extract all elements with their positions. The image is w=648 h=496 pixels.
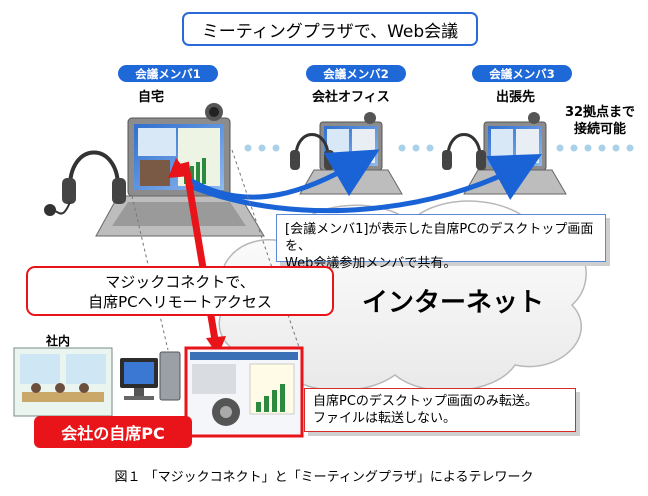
member-2-badge: 会議メンバ2 xyxy=(306,65,406,82)
connect-limit-note: 32拠点まで 接続可能 xyxy=(560,104,640,138)
connect-note-line-1: 32拠点まで xyxy=(564,105,636,120)
figure-caption: 図１ 「マジックコネクト」と「ミーティングプラザ」によるテレワーク xyxy=(114,470,534,485)
transfer-callout-line-1: 自席PCのデスクトップ画面のみ転送。 xyxy=(313,394,538,409)
office-scene xyxy=(13,347,113,417)
member-2-location: 会社オフィス xyxy=(312,90,390,105)
desktop-pc xyxy=(120,351,181,401)
internet-label: インターネット xyxy=(362,288,545,318)
member-1-location: 自宅 xyxy=(138,90,165,105)
remote-access-callout: マジックコネクトで、 自席PCへリモートアクセス xyxy=(26,266,334,316)
connect-note-line-2: 接続可能 xyxy=(573,122,626,137)
connection-dots xyxy=(244,144,634,152)
remote-callout-line-2: 自席PCへリモートアクセス xyxy=(88,293,272,311)
office-label: 社内 xyxy=(46,334,71,348)
transfer-callout: 自席PCのデスクトップ画面のみ転送。 ファイルは転送しない。 xyxy=(304,388,576,432)
member-3-badge: 会議メンバ3 xyxy=(472,65,572,82)
headset-travel xyxy=(442,133,486,170)
page-title: ミーティングプラザで、Web会議 xyxy=(182,12,478,46)
member-1-badge: 会議メンバ1 xyxy=(118,65,218,82)
office-pc-badge: 会社の自席PC xyxy=(34,416,192,448)
share-arrows xyxy=(188,149,542,214)
remote-callout-line-1: マジックコネクトで、 xyxy=(105,273,255,291)
headset-home xyxy=(44,150,126,216)
share-callout-line-1: [会議メンバ1]が表示した自席PCのデスクトップ画面を、 xyxy=(285,222,594,254)
member-3-location: 出張先 xyxy=(496,90,536,105)
desktop-screen xyxy=(184,346,304,438)
transfer-callout-line-2: ファイルは転送しない。 xyxy=(313,411,457,426)
share-callout: [会議メンバ1]が表示した自席PCのデスクトップ画面を、 Web会議参加メンバで… xyxy=(276,214,606,271)
